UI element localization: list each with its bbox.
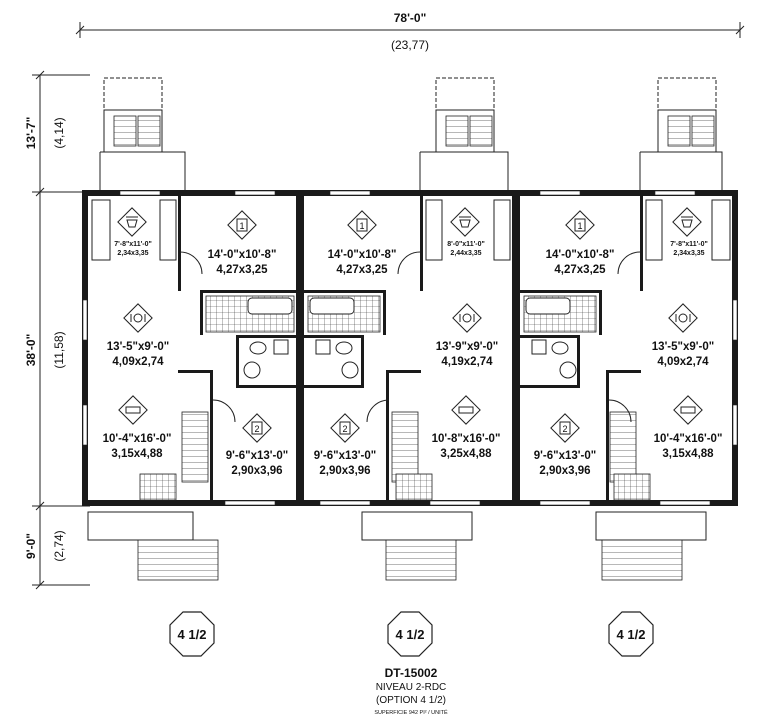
plan-option: (OPTION 4 1/2) xyxy=(376,695,446,706)
room-size-imperial: 9'-6"x13'-0" xyxy=(534,450,596,462)
bedroom-number-icon: 2 xyxy=(330,413,360,443)
room-size-imperial: 9'-6"x13'-0" xyxy=(226,450,288,462)
room-size-metric: 4,19x2,74 xyxy=(441,356,493,368)
room-size-imperial: 10'-8"x16'-0" xyxy=(432,433,501,445)
room-size-metric: 4,09x2,74 xyxy=(657,356,709,368)
room-size-imperial: 14'-0"x10'-8" xyxy=(208,249,277,261)
laundry-icon xyxy=(117,207,147,237)
plan-level: NIVEAU 2-RDC xyxy=(376,682,447,693)
unit-right: 1 14'-0"x10'-8" 4,27x3,25 7'-8"x11'-0" 2… xyxy=(534,207,723,477)
main-depth-metric: (11,58) xyxy=(52,331,66,368)
room-size-metric: 2,90x3,96 xyxy=(319,465,370,477)
unit-badge-label: 4 1/2 xyxy=(617,627,646,642)
door-swings xyxy=(179,251,641,423)
unit-badge-label: 4 1/2 xyxy=(396,627,425,642)
living-icon xyxy=(118,395,148,425)
room-size-metric: 4,27x3,25 xyxy=(216,264,268,276)
svg-text:1: 1 xyxy=(577,221,582,231)
room-size-metric: 2,34x3,35 xyxy=(673,250,704,257)
overall-width-dimension: 78'-0" (23,77) xyxy=(75,11,745,52)
title-block: DT-15002 NIVEAU 2-RDC (OPTION 4 1/2) SUP… xyxy=(374,666,448,716)
front-balconies xyxy=(87,511,707,581)
room-size-metric: 4,27x3,25 xyxy=(336,264,388,276)
room-size-imperial: 7'-8"x11'-0" xyxy=(670,241,708,248)
unit-type-octagon: 4 1/2 xyxy=(387,611,433,657)
bedroom-number-icon: 2 xyxy=(550,413,580,443)
room-size-metric: 3,25x4,88 xyxy=(440,448,492,460)
unit-middle: 1 14'-0"x10'-8" 4,27x3,25 8'-0"x11'-0" 2… xyxy=(314,207,501,477)
room-size-metric: 4,09x2,74 xyxy=(112,356,164,368)
exterior-walls xyxy=(82,190,738,506)
bedroom-number-icon: 1 xyxy=(347,210,377,240)
room-size-imperial: 14'-0"x10'-8" xyxy=(546,249,615,261)
bedroom-number-icon: 1 xyxy=(227,210,257,240)
room-size-metric: 4,27x3,25 xyxy=(554,264,606,276)
room-size-imperial: 10'-4"x16'-0" xyxy=(654,433,723,445)
room-size-metric: 3,15x4,88 xyxy=(111,448,163,460)
room-size-imperial: 13'-5"x9'-0" xyxy=(652,341,714,353)
area-note: SUPERFICIE 942 PI² / UNITÉ xyxy=(374,709,448,716)
svg-text:2: 2 xyxy=(254,424,259,434)
room-size-imperial: 8'-0"x11'-0" xyxy=(447,241,485,248)
bathroom-fixtures xyxy=(91,199,731,379)
room-size-imperial: 9'-6"x13'-0" xyxy=(314,450,376,462)
dining-icon xyxy=(452,303,482,333)
svg-text:1: 1 xyxy=(359,221,364,231)
rear-depth-imperial: 13'-7" xyxy=(24,117,38,150)
room-size-metric: 2,34x3,35 xyxy=(117,250,148,257)
overall-width-metric: (23,77) xyxy=(391,38,429,52)
room-size-imperial: 10'-4"x16'-0" xyxy=(103,433,172,445)
living-icon xyxy=(451,395,481,425)
front-depth-metric: (2,74) xyxy=(52,530,66,561)
room-size-metric: 2,90x3,96 xyxy=(231,465,282,477)
laundry-icon xyxy=(672,207,702,237)
svg-text:2: 2 xyxy=(342,424,347,434)
main-depth-imperial: 38'-0" xyxy=(24,334,38,367)
rear-balconies xyxy=(99,77,723,192)
plan-code: DT-15002 xyxy=(385,666,438,680)
unit-left: 7'-8"x11'-0" 2,34x3,35 1 14'-0"x10'-8" 4… xyxy=(103,207,288,477)
room-size-imperial: 13'-9"x9'-0" xyxy=(436,341,498,353)
room-size-imperial: 13'-5"x9'-0" xyxy=(107,341,169,353)
dining-icon xyxy=(123,303,153,333)
depth-dimensions: 13'-7" (4,14) 38'-0" (11,58) 9'-0" (2,74… xyxy=(24,70,90,590)
room-size-metric: 2,44x3,35 xyxy=(450,250,481,257)
svg-text:2: 2 xyxy=(562,424,567,434)
front-depth-imperial: 9'-0" xyxy=(24,533,38,559)
svg-text:1: 1 xyxy=(239,221,244,231)
room-size-imperial: 7'-8"x11'-0" xyxy=(114,241,152,248)
overall-width-imperial: 78'-0" xyxy=(394,11,427,25)
dining-icon xyxy=(668,303,698,333)
room-size-imperial: 14'-0"x10'-8" xyxy=(328,249,397,261)
unit-badge-label: 4 1/2 xyxy=(178,627,207,642)
laundry-icon xyxy=(450,207,480,237)
living-icon xyxy=(673,395,703,425)
unit-badges: 4 1/2 4 1/2 4 1/2 xyxy=(169,611,654,657)
room-size-metric: 2,90x3,96 xyxy=(539,465,590,477)
room-size-metric: 3,15x4,88 xyxy=(662,448,714,460)
bedroom-number-icon: 2 xyxy=(242,413,272,443)
rear-depth-metric: (4,14) xyxy=(52,117,66,148)
unit-type-octagon: 4 1/2 xyxy=(608,611,654,657)
bedroom-number-icon: 1 xyxy=(565,210,595,240)
interior-stairs xyxy=(139,411,651,501)
unit-type-octagon: 4 1/2 xyxy=(169,611,215,657)
interior-walls xyxy=(178,196,643,500)
